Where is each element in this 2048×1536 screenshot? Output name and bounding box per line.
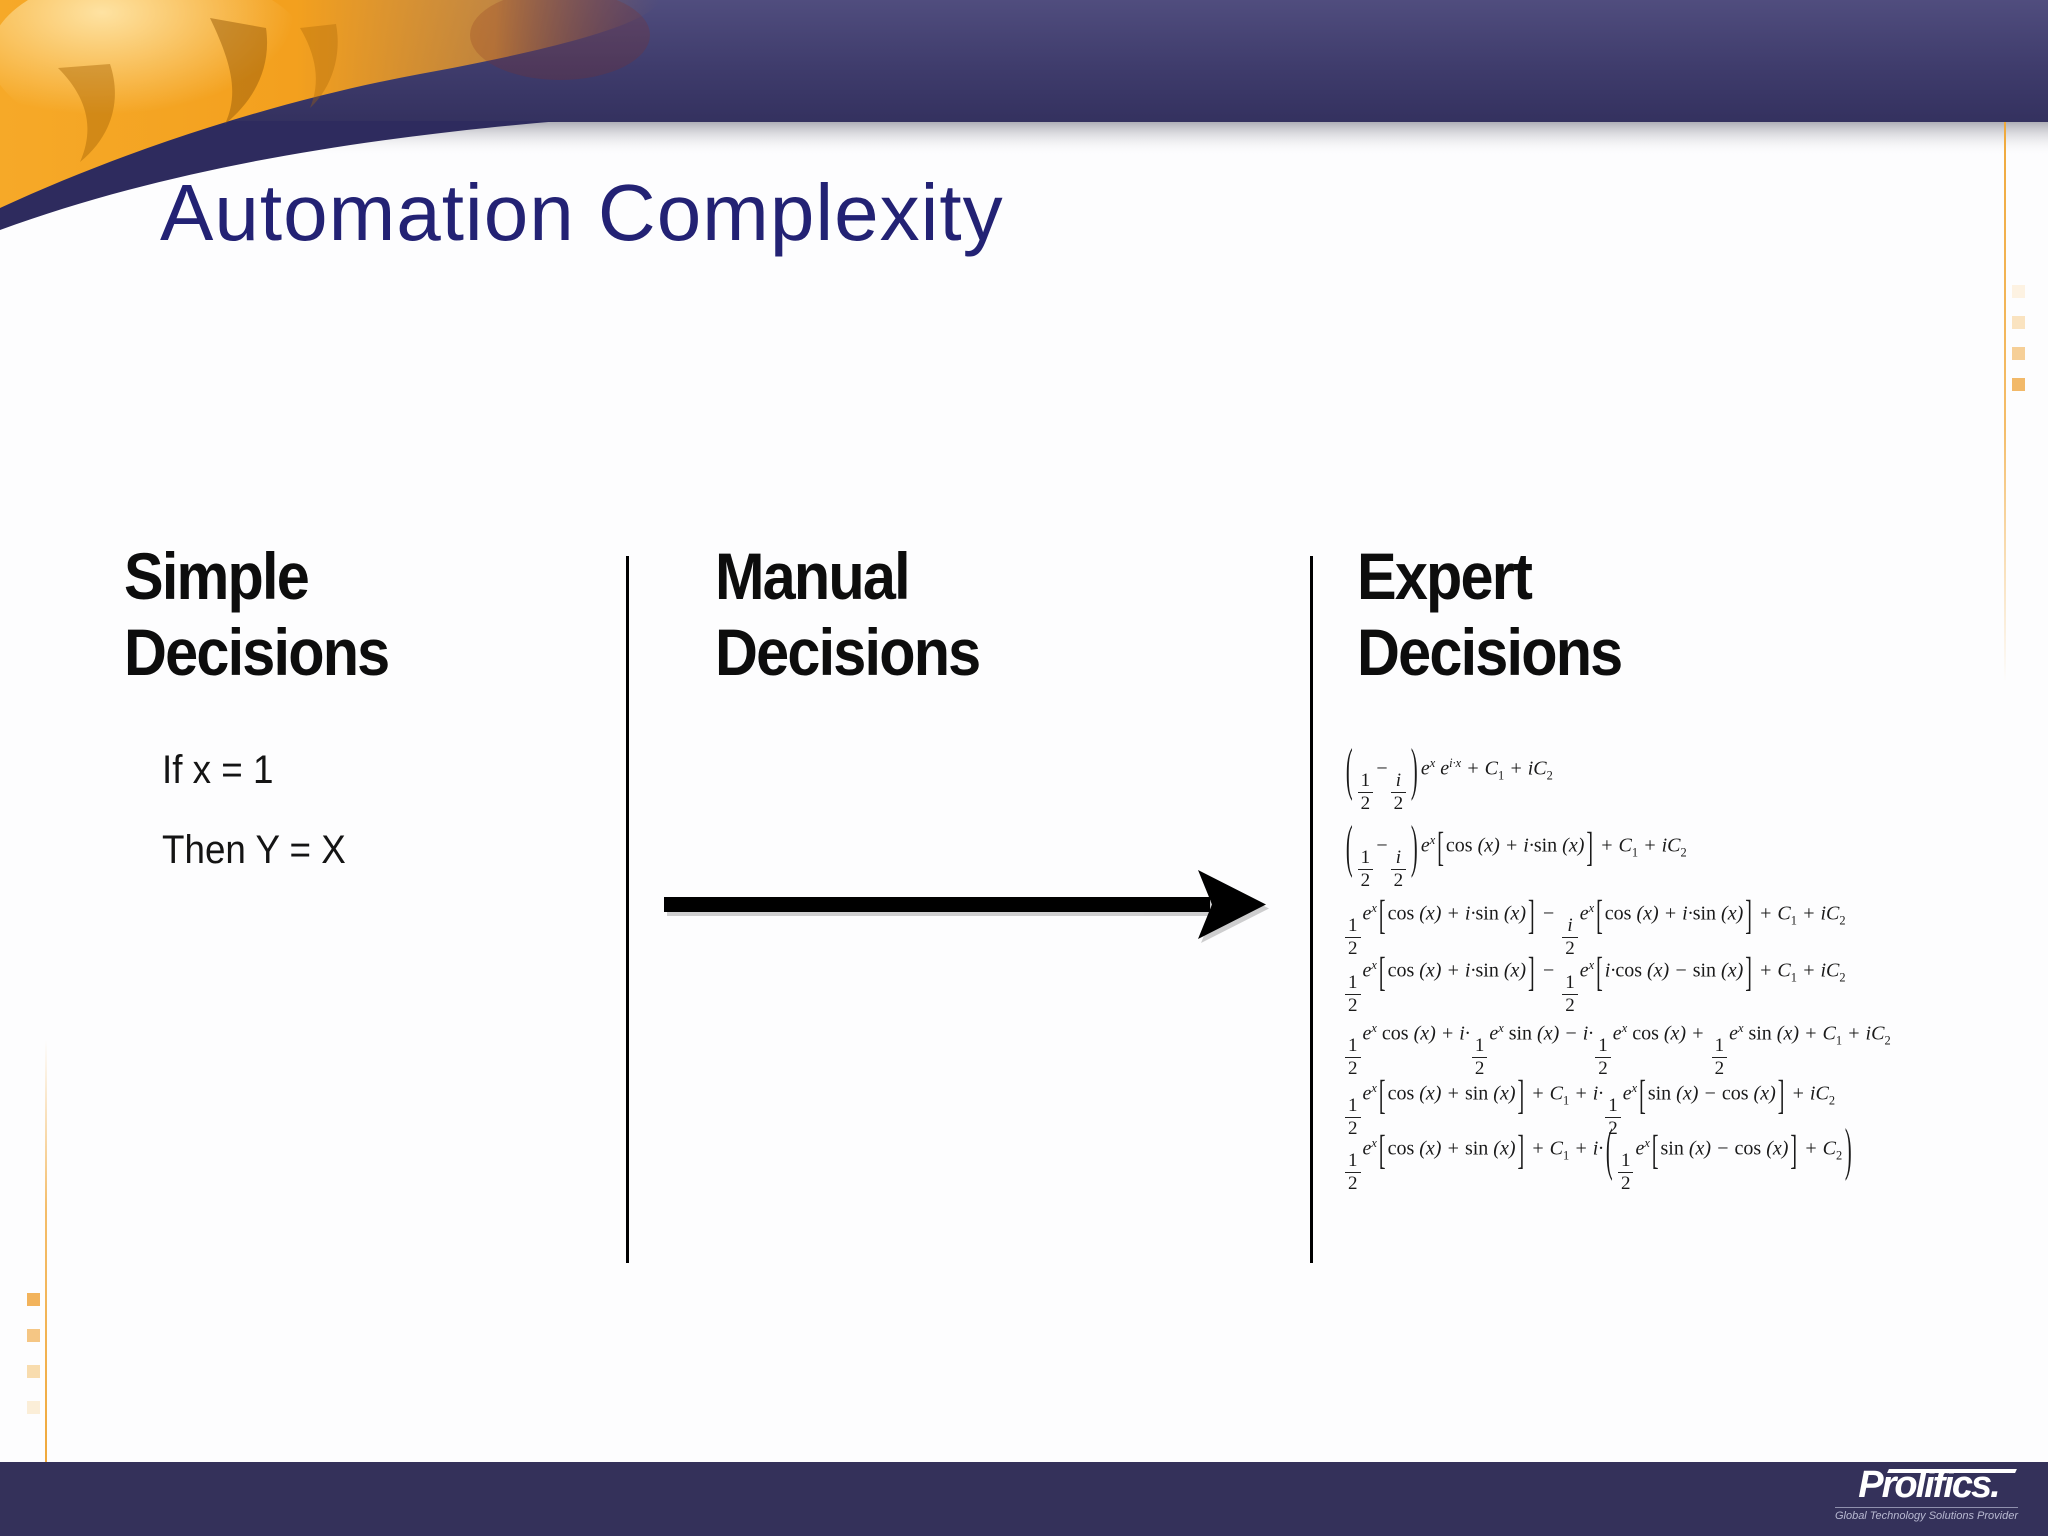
column-divider-right	[1310, 556, 1313, 1263]
right-accent-line	[2004, 122, 2006, 682]
footer-band: Prolifics. Global Technology Solutions P…	[0, 1462, 2048, 1536]
decorative-square	[27, 1293, 40, 1306]
prolifics-tagline: Global Technology Solutions Provider	[1834, 1506, 2018, 1522]
prolifics-logo-text: Prolifics.	[1858, 1464, 2000, 1506]
slide-title: Automation Complexity	[160, 168, 1004, 257]
heading-line: Manual	[715, 539, 911, 613]
decorative-square	[27, 1329, 40, 1342]
column-heading-expert: Expert Decisions	[1357, 538, 1623, 690]
decorative-square	[2012, 378, 2025, 391]
column-heading-manual: Manual Decisions	[715, 538, 981, 690]
decorative-square	[2012, 316, 2025, 329]
prolifics-logo: Prolifics. Global Technology Solutions P…	[1834, 1464, 2022, 1522]
heading-line: Decisions	[124, 615, 390, 689]
simple-decision-rules: If x = 1 Then Y = X	[162, 730, 346, 890]
decorative-square	[27, 1365, 40, 1378]
heading-line: Decisions	[1357, 615, 1623, 689]
heading-line: Expert	[1357, 539, 1533, 613]
decorative-square	[27, 1401, 40, 1414]
decorative-square	[2012, 285, 2025, 298]
right-arrow	[664, 870, 1269, 943]
column-divider-left	[626, 556, 629, 1263]
decorative-square	[2012, 347, 2025, 360]
left-accent-line	[45, 1040, 47, 1462]
rule-line-2: Then Y = X	[162, 828, 346, 872]
heading-line: Simple	[124, 539, 310, 613]
rule-line-1: If x = 1	[162, 748, 274, 792]
column-heading-simple: Simple Decisions	[124, 538, 390, 690]
header-banner	[0, 0, 2048, 230]
heading-line: Decisions	[715, 615, 981, 689]
